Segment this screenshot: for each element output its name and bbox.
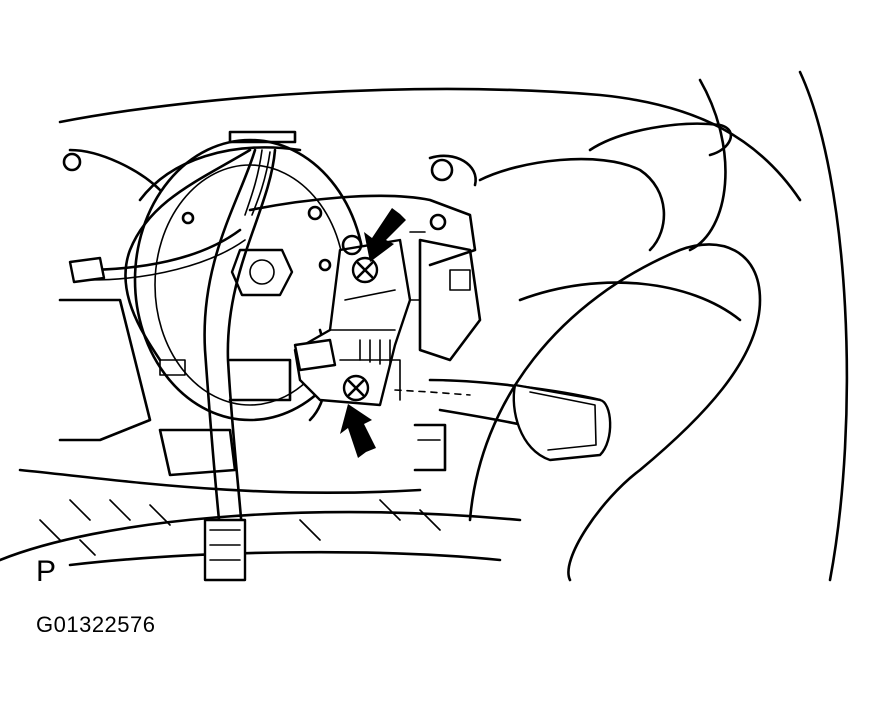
figure-id: G01322576 xyxy=(36,612,156,637)
guide-line xyxy=(409,231,426,301)
wheel-spoke xyxy=(468,122,762,582)
left-bracket xyxy=(58,298,237,477)
screw-top xyxy=(351,256,379,284)
arrow-bottom-icon xyxy=(340,404,376,458)
locating-boss xyxy=(341,234,363,256)
lever-stalk xyxy=(428,378,612,462)
steering-column-diagram xyxy=(0,70,849,582)
switch-assembly xyxy=(293,238,412,407)
arrow-top-icon xyxy=(364,208,406,262)
wire-harness xyxy=(68,148,277,582)
alignment-dashes xyxy=(394,389,471,396)
view-letter: P xyxy=(36,555,57,588)
lower-column-hatching xyxy=(39,499,441,556)
steering-wheel-rim xyxy=(58,70,849,582)
column-cover xyxy=(0,468,522,567)
screw-bottom xyxy=(342,374,370,402)
lever-bracket xyxy=(413,238,482,472)
hub-nut xyxy=(230,248,294,297)
